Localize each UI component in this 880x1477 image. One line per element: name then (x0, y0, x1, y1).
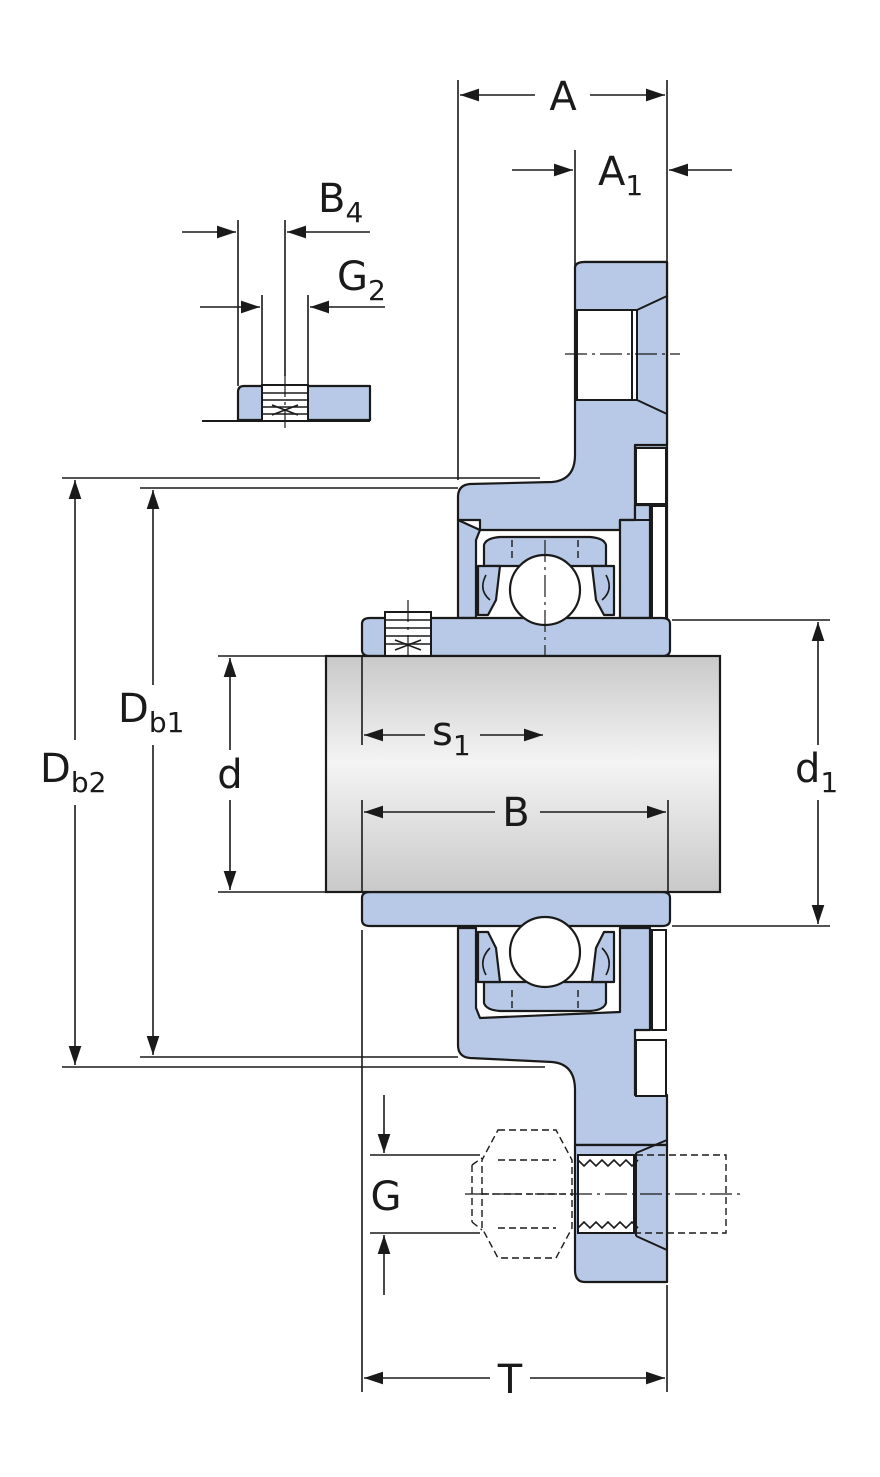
detail-setscrew-view (202, 375, 372, 428)
mounting-bolt (465, 1129, 740, 1259)
dimension-label-A1: A1 (598, 149, 643, 202)
svg-text:A1: A1 (598, 149, 643, 202)
bearing-insert-lower (360, 890, 672, 1013)
ball-lower (508, 915, 582, 989)
dimension-label-Db1: Db1 (118, 686, 184, 739)
dimension-label-B: B (502, 790, 529, 836)
svg-text:Db1: Db1 (118, 686, 184, 739)
seal-right-upper (590, 564, 616, 617)
inner-ring-lower (360, 890, 672, 928)
svg-text:B4: B4 (318, 176, 363, 229)
shaft (324, 654, 722, 894)
housing-right-upper (618, 503, 652, 620)
bearing-insert-upper (360, 535, 672, 740)
dimension-label-B4: B4 (318, 176, 363, 229)
housing-inner-upper (456, 518, 482, 620)
svg-text:G2: G2 (337, 254, 386, 307)
dimension-lines (62, 80, 830, 1392)
svg-text:d: d (217, 752, 242, 798)
dimension-label-s1: s1 (432, 709, 471, 762)
housing-face-details (620, 447, 667, 1097)
svg-text:s1: s1 (432, 709, 471, 762)
outer-ring-lower (482, 980, 608, 1013)
seal-left-upper (476, 564, 502, 617)
dimension-label-G: G (371, 1174, 402, 1220)
dimension-label-d1: d1 (795, 746, 838, 799)
seal-right-lower (590, 930, 616, 984)
bolt-hole-upper (565, 295, 680, 415)
dimension-label-Db2: Db2 (40, 746, 106, 799)
svg-text:B: B (502, 790, 529, 836)
svg-text:Db2: Db2 (40, 746, 106, 799)
dimension-label-T: T (497, 1357, 523, 1403)
dimension-label-d: d (217, 752, 242, 798)
svg-text:G: G (371, 1174, 402, 1220)
housing-flange-lower (456, 926, 669, 1147)
svg-text:T: T (497, 1357, 523, 1403)
dimension-label-A: A (549, 74, 577, 120)
svg-text:A: A (549, 74, 577, 120)
set-screw (384, 600, 432, 662)
seal-left-lower (476, 930, 502, 984)
svg-text:d1: d1 (795, 746, 838, 799)
dimension-label-G2: G2 (337, 254, 386, 307)
